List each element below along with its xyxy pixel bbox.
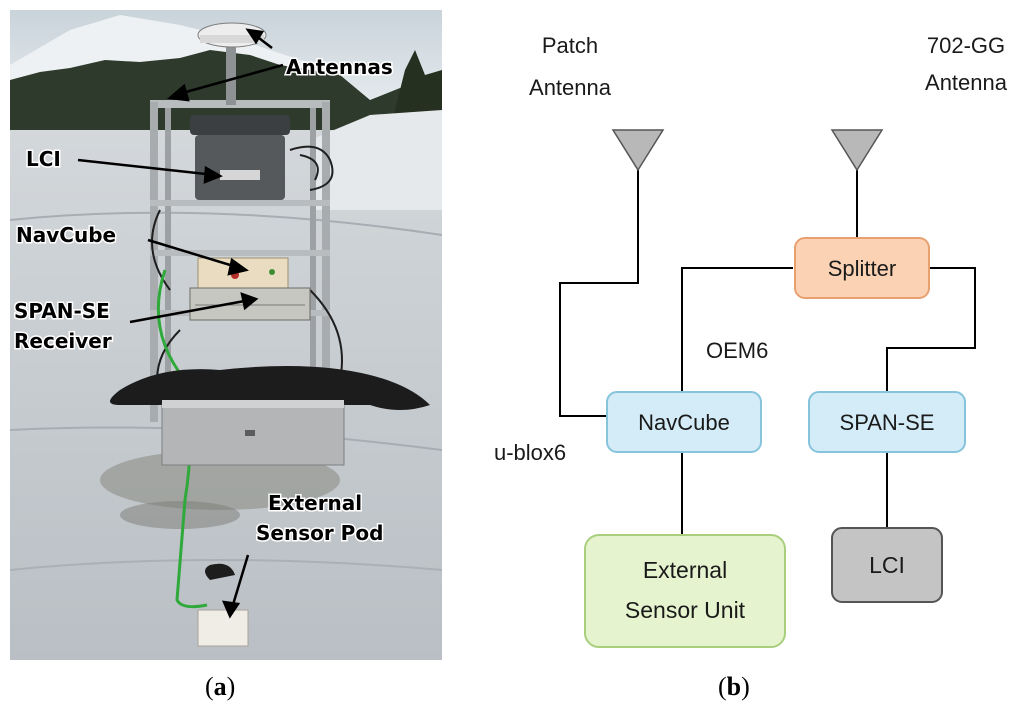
- green-cable: [156, 269, 208, 609]
- span-se-unit: [189, 287, 311, 321]
- external-sensor-label-line2: Sensor Unit: [625, 597, 746, 623]
- lci-label: LCI: [869, 552, 905, 578]
- navcube-label: NavCube: [638, 410, 730, 435]
- metal-box: [161, 400, 345, 466]
- label-navcube: NavCube: [16, 223, 116, 247]
- label-antennas: Antennas: [286, 55, 393, 79]
- splitter-label: Splitter: [828, 256, 896, 281]
- caption-b: (b): [718, 672, 750, 701]
- caption-a: (a): [205, 672, 236, 701]
- label-lci: LCI: [26, 147, 61, 171]
- patch-antenna-label-line1: Patch: [542, 33, 598, 58]
- external-sensor-label-line1: External: [643, 557, 727, 583]
- label-span-se-line1: SPAN-SE: [14, 299, 110, 323]
- gg-antenna-label-line1: 702-GG: [927, 33, 1005, 58]
- label-external-line2: Sensor Pod: [256, 521, 383, 545]
- black-bag: [110, 366, 430, 410]
- connection-lines: [559, 170, 976, 535]
- gg-antenna-label-line2: Antenna: [925, 70, 1008, 95]
- label-external-line1: External: [268, 491, 362, 515]
- lci-unit: [190, 115, 290, 200]
- equipment-photo: Antennas LCI NavCube SPAN-SE Receiver Ex…: [10, 10, 442, 660]
- navcube-box: NavCube: [606, 391, 762, 453]
- oem6-annotation: OEM6: [706, 338, 768, 363]
- lci-box: LCI: [831, 527, 943, 603]
- span-se-box: SPAN-SE: [808, 391, 966, 453]
- span-se-label: SPAN-SE: [840, 410, 935, 435]
- system-diagram: Patch Antenna 702-GG Antenna Splitter Na…: [494, 33, 1008, 648]
- external-sensor-pod: [197, 563, 249, 647]
- ublox6-annotation: u-blox6: [494, 440, 566, 465]
- splitter-box: Splitter: [794, 237, 930, 299]
- patch-antenna-label-line2: Antenna: [529, 75, 612, 100]
- external-sensor-box: External Sensor Unit: [584, 534, 786, 648]
- gg-antenna-icon: [830, 129, 884, 172]
- navcube-unit: [197, 257, 289, 291]
- label-span-se-line2: Receiver: [14, 329, 112, 353]
- annotation-arrows: [77, 28, 284, 619]
- patch-antenna-icon: [611, 129, 665, 172]
